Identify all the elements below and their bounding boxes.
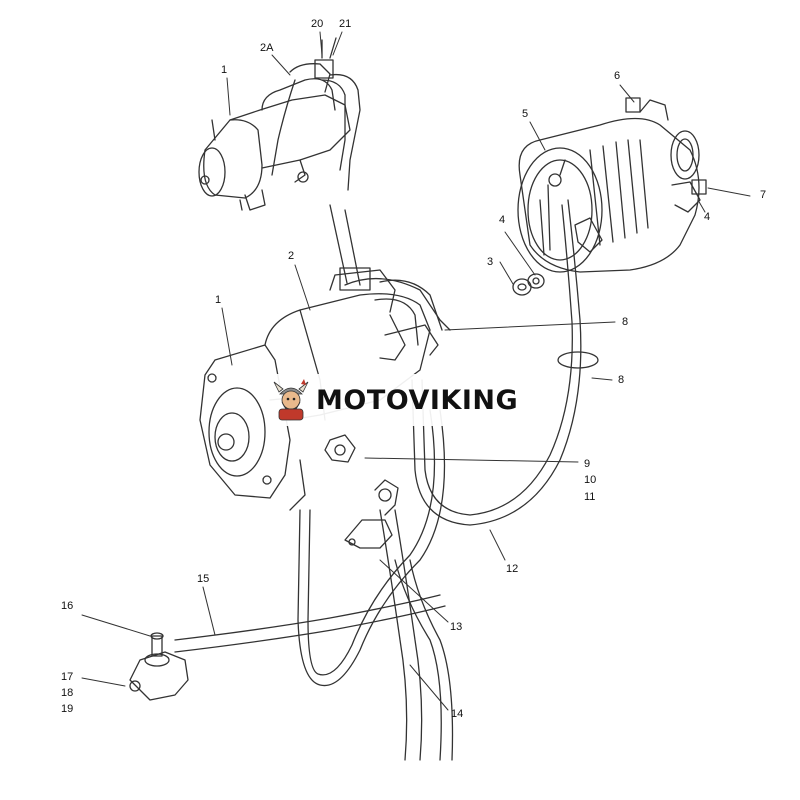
callout-11: 11 [584, 491, 596, 503]
callout-1-main: 1 [215, 294, 222, 306]
viking-mascot-icon [273, 379, 309, 421]
nut-and-washer [512, 273, 545, 296]
starter-motor-top [198, 37, 361, 211]
callout-8-bottom: 8 [618, 374, 625, 386]
callout-21: 21 [339, 18, 352, 30]
leader-lines [81, 31, 751, 711]
callout-13: 13 [450, 621, 463, 633]
alternator [517, 97, 707, 273]
callout-2: 2 [288, 250, 295, 262]
callout-4-left: 4 [499, 214, 506, 226]
watermark-logo: MOTOVIKING [266, 374, 536, 426]
cables [129, 199, 599, 761]
callout-9: 9 [584, 458, 591, 470]
callout-16: 16 [61, 600, 74, 612]
callout-4-right: 4 [704, 211, 711, 223]
callout-19: 19 [61, 703, 74, 715]
callout-3: 3 [487, 256, 494, 268]
callout-2a: 2A [260, 42, 274, 54]
callout-5: 5 [522, 108, 529, 120]
callout-14: 14 [451, 708, 464, 720]
callout-12: 12 [506, 563, 519, 575]
callout-20: 20 [311, 18, 324, 30]
watermark-text: MOTOVIKING [316, 384, 519, 416]
callout-8-top: 8 [622, 316, 629, 328]
callout-17: 17 [61, 671, 74, 683]
callout-18: 18 [61, 687, 74, 699]
callout-15: 15 [197, 573, 210, 585]
callout-10: 10 [584, 474, 597, 486]
callout-7: 7 [760, 189, 767, 201]
callout-1-top: 1 [221, 64, 228, 76]
callout-6: 6 [614, 70, 621, 82]
